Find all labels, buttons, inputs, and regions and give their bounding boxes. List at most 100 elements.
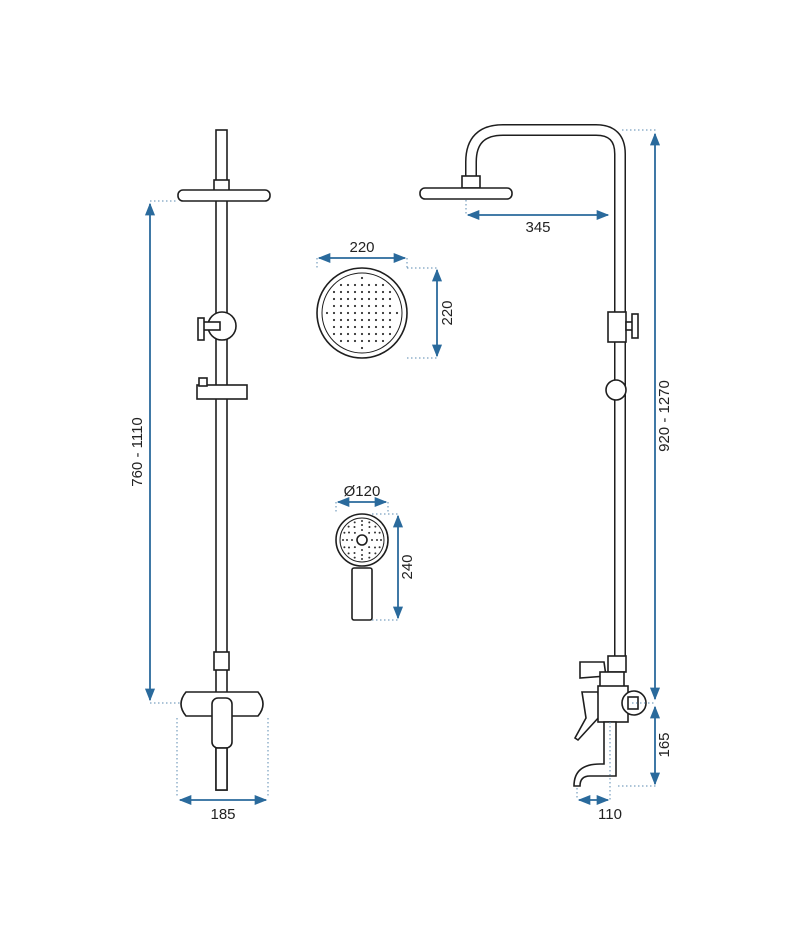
rain-head-top-view: 220 220 [316, 239, 456, 359]
rain-nozzle [381, 304, 385, 308]
rain-nozzle [367, 304, 371, 308]
rain-nozzle [346, 283, 350, 287]
rain-nozzle [374, 311, 378, 315]
hand-nozzle [380, 539, 382, 541]
hand-nozzle [353, 526, 356, 528]
rain-nozzle [367, 339, 371, 343]
hand-nozzle [361, 549, 363, 551]
hand-nozzle [374, 531, 376, 534]
rain-nozzle [346, 297, 350, 301]
rain-nozzle [388, 297, 392, 301]
side-head-connector [461, 175, 481, 189]
rain-nozzle [374, 290, 378, 294]
rain-nozzle [353, 311, 357, 315]
rain-nozzle [339, 325, 343, 329]
rain-nozzle [395, 311, 399, 315]
hand-nozzle [374, 546, 376, 549]
rain-nozzle [339, 318, 343, 322]
label-head-height: 220 [439, 300, 456, 325]
rain-nozzle [339, 339, 343, 343]
hand-nozzle [368, 531, 371, 534]
hand-shower-handle [351, 567, 373, 621]
rain-nozzle [374, 304, 378, 308]
rain-nozzle [353, 297, 357, 301]
rain-nozzle [367, 311, 371, 315]
rain-nozzle [346, 304, 350, 308]
rain-nozzle [353, 283, 357, 287]
hand-nozzle [374, 552, 377, 555]
rain-nozzle [360, 290, 364, 294]
label-total-height: 920 - 1270 [656, 380, 673, 452]
rain-nozzle [339, 283, 343, 287]
label-head-width: 220 [349, 239, 374, 256]
hand-nozzle [368, 546, 371, 549]
hand-nozzle [353, 552, 356, 554]
front-rail [215, 129, 228, 791]
rain-nozzle [360, 304, 364, 308]
front-lower-joint [213, 651, 230, 671]
hand-shower-view: Ø120 240 [335, 483, 416, 621]
rain-nozzle [332, 297, 336, 301]
hand-nozzle [346, 539, 348, 541]
hand-shower-center [356, 534, 368, 546]
rain-nozzle [374, 332, 378, 336]
rain-nozzle [388, 304, 392, 308]
hand-nozzle [353, 521, 356, 524]
rain-nozzle [374, 325, 378, 329]
rain-nozzle [367, 318, 371, 322]
side-slider-ring [605, 379, 627, 401]
rain-nozzle [339, 304, 343, 308]
hand-nozzle [368, 526, 371, 528]
hand-nozzle [361, 529, 363, 531]
rain-nozzle [353, 318, 357, 322]
rain-nozzle [360, 276, 364, 280]
rain-nozzle [332, 304, 336, 308]
rain-nozzle [388, 311, 392, 315]
rain-nozzle [381, 297, 385, 301]
hand-nozzle [376, 539, 378, 541]
rain-nozzle [367, 283, 371, 287]
hand-nozzle [348, 531, 350, 534]
side-arm-inner [466, 125, 625, 660]
rain-nozzle [332, 325, 336, 329]
rain-nozzle [367, 332, 371, 336]
hand-nozzle [361, 520, 363, 522]
rain-nozzle [374, 283, 378, 287]
side-mixer-handle [573, 691, 601, 742]
label-arm-reach: 345 [525, 219, 550, 236]
rain-nozzle [346, 325, 350, 329]
side-view: 345 920 - 1270 165 110 [419, 124, 673, 823]
rain-nozzle [388, 290, 392, 294]
hand-nozzle [361, 554, 363, 556]
front-spout [215, 747, 228, 791]
side-diverter-body [607, 311, 627, 343]
rain-nozzle [360, 339, 364, 343]
hand-nozzle [353, 546, 356, 549]
rain-nozzle [381, 318, 385, 322]
rain-nozzle [381, 311, 385, 315]
front-mixer-handle [211, 697, 233, 749]
rain-nozzle [381, 325, 385, 329]
rain-nozzle [360, 346, 364, 350]
rain-nozzle [381, 339, 385, 343]
side-spout [573, 721, 617, 787]
rain-nozzle [332, 332, 336, 336]
rain-nozzle [374, 297, 378, 301]
hand-nozzle [353, 531, 356, 534]
front-view: 760 - 1110 185 [129, 129, 271, 823]
rain-nozzle [339, 290, 343, 294]
side-rain-head [419, 187, 513, 200]
rain-nozzle [360, 283, 364, 287]
hand-nozzle [347, 525, 350, 528]
hand-nozzle [353, 556, 356, 559]
rain-nozzle [353, 304, 357, 308]
rain-nozzle [360, 311, 364, 315]
hand-nozzle [342, 539, 344, 541]
rain-nozzle [360, 325, 364, 329]
rain-nozzle [346, 318, 350, 322]
hand-nozzle [368, 556, 371, 559]
rain-nozzle [346, 339, 350, 343]
hand-nozzle [374, 525, 377, 528]
rain-nozzle [374, 318, 378, 322]
label-hand-diameter: Ø120 [344, 483, 381, 500]
